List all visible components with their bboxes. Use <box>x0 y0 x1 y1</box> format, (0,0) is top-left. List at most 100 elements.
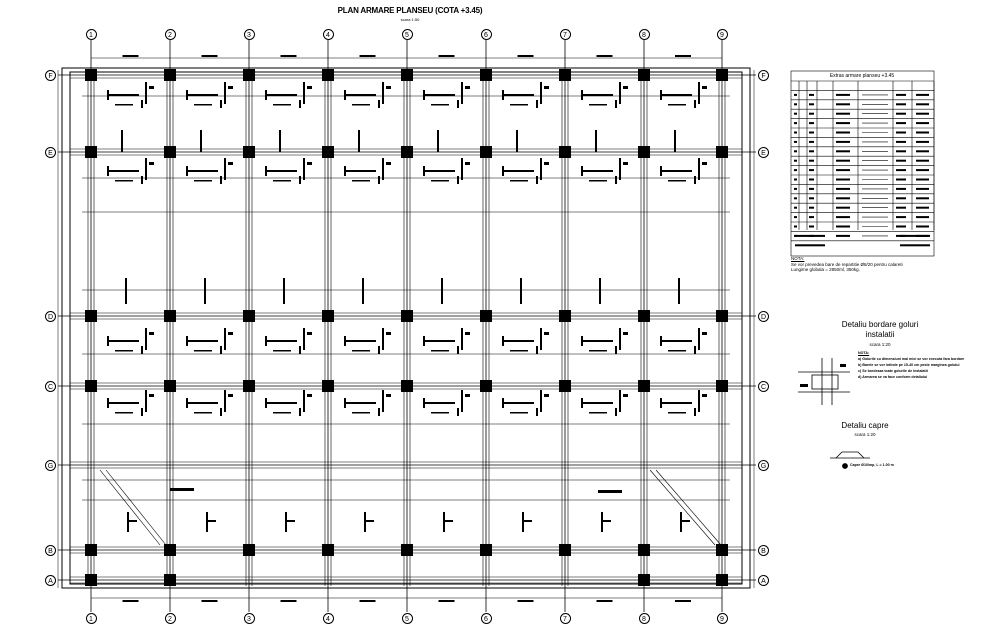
table-cell-text <box>916 216 929 219</box>
column <box>243 69 255 81</box>
rebar-top-bar <box>583 94 613 96</box>
rebar-hook <box>694 346 696 354</box>
rebar-label <box>510 350 528 352</box>
column <box>716 69 728 81</box>
rebar-label <box>115 180 133 182</box>
column <box>716 380 728 392</box>
rebar-label <box>431 350 449 352</box>
grid-bubble: E <box>45 146 56 158</box>
rebar-vertical <box>516 130 518 152</box>
table-cell-text <box>794 150 797 153</box>
rebar-vertical <box>206 512 208 532</box>
rebar-top-bar <box>267 170 297 172</box>
column <box>401 310 413 322</box>
rebar-top-bar <box>109 340 139 342</box>
grid-bubble: 6 <box>480 29 492 40</box>
detail-drawings <box>798 358 870 469</box>
column <box>85 310 97 322</box>
rebar-vertical <box>540 158 542 180</box>
column <box>85 544 97 556</box>
outer-wall <box>61 67 751 589</box>
table-cell-text <box>836 159 850 162</box>
rebar-label <box>208 520 216 522</box>
grid-bubble: 5 <box>401 29 413 40</box>
table-cell-text <box>896 187 906 190</box>
table-cell-text <box>794 206 797 209</box>
column <box>401 146 413 158</box>
rebar-label <box>623 332 628 335</box>
note-title: NOTA: <box>791 256 805 261</box>
grid-lines <box>58 40 756 612</box>
grid-bubble: 5 <box>401 613 413 624</box>
grid-bubble: G <box>758 459 769 471</box>
rebar-hook <box>581 398 583 408</box>
rebar-hook <box>141 100 143 108</box>
table-cell-text <box>809 169 814 172</box>
rebar-vertical <box>522 512 524 532</box>
rebar-vertical <box>461 82 463 104</box>
rebar-label <box>149 394 154 397</box>
rebar-label <box>149 86 154 89</box>
rebar-top-bar <box>504 402 534 404</box>
rebar-label <box>431 412 449 414</box>
detail-opening <box>811 374 839 390</box>
rebar-vertical <box>303 158 305 180</box>
rebar-vertical <box>224 328 226 350</box>
column <box>480 146 492 158</box>
rebar-label <box>228 162 233 165</box>
rebar-vertical <box>303 390 305 412</box>
rebar-vertical <box>200 130 202 152</box>
rebar-label <box>194 180 212 182</box>
table-cell-text <box>836 103 850 106</box>
rebar-hook <box>299 408 301 416</box>
table-cell-text <box>916 140 929 143</box>
table-cell-text <box>916 112 929 115</box>
table-total-text <box>795 234 825 237</box>
column <box>401 380 413 392</box>
table-cell-text <box>809 225 814 228</box>
dimension-text <box>280 55 297 57</box>
detail-note: b) Barele se vor intinde pe 15-40 cm pes… <box>858 363 960 367</box>
rebar-vertical <box>461 328 463 350</box>
rebar-hook <box>344 336 346 346</box>
rebar-vertical <box>461 390 463 412</box>
grid-bubble: 1 <box>85 613 97 624</box>
rebar-label <box>115 412 133 414</box>
dimension-text <box>122 55 139 57</box>
grid-bubble: 2 <box>164 613 176 624</box>
rebar-vertical <box>127 512 129 532</box>
table-cell-text <box>836 178 850 181</box>
rebar-top-bar <box>188 94 218 96</box>
rebar-label <box>465 162 470 165</box>
rebar-label <box>668 104 686 106</box>
table-cell-text <box>794 178 797 181</box>
rebar-vertical <box>698 328 700 350</box>
table-cell-text <box>794 216 797 219</box>
column <box>559 310 571 322</box>
rebar-hook <box>457 346 459 354</box>
rebar-label <box>623 394 628 397</box>
rebar-hook <box>615 100 617 108</box>
rebar-vertical <box>303 82 305 104</box>
rebar-label <box>445 520 453 522</box>
dimension-text <box>596 600 613 602</box>
rebar-top-bar <box>267 402 297 404</box>
rebar-label <box>544 86 549 89</box>
grid-bubble: 7 <box>559 613 571 624</box>
column <box>243 310 255 322</box>
detail-note: a) Golurile cu dimensiuni mai mici se vo… <box>858 357 965 361</box>
table-cell-text <box>916 103 929 106</box>
rebar-top-bar <box>346 94 376 96</box>
rebar-hook <box>220 346 222 354</box>
column <box>480 544 492 556</box>
rebar-vertical <box>520 278 522 304</box>
rebar-top-bar <box>188 170 218 172</box>
rebar-label <box>366 520 374 522</box>
grid-bubble: 7 <box>559 29 571 40</box>
column <box>164 544 176 556</box>
note-line: Se vor prevedea bare de repartitie Ø8/20… <box>791 261 903 267</box>
table-cell-text <box>794 159 797 162</box>
rebar-hook <box>660 166 662 176</box>
rebar-top-bar <box>346 402 376 404</box>
grid-bubble: 8 <box>638 29 650 40</box>
